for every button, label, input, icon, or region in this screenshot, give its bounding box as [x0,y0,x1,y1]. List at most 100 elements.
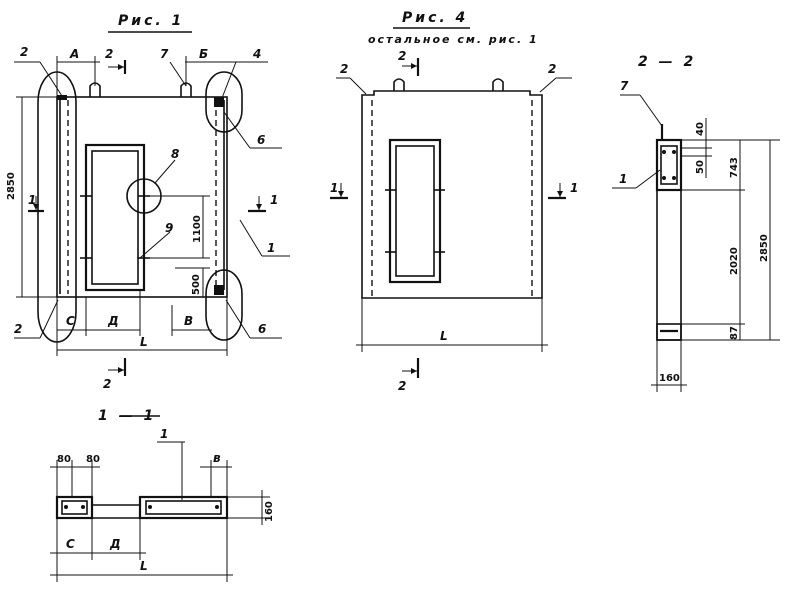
fig1-dim-L: L [140,335,148,349]
sec22-bottom-beam [656,323,682,341]
fig1-oval-bottom-right [205,269,243,341]
sec11-rebar-2 [81,505,85,509]
fig4-title: Рис. 4 [402,10,468,26]
fig4-leader-left [349,77,367,95]
fig1-s2-bottom-label: 2 [103,377,111,391]
fig4-s2-top-arrowhead [411,63,417,69]
sec11-rebar-1 [64,505,68,509]
sec22-dim-743: 743 [729,157,740,178]
sec11-right-beam-inner [145,500,222,515]
fig1-leader-1 [239,219,263,257]
fig4-leader-right [539,77,557,93]
fig1-notch-br [214,285,224,295]
sec22-rebar-4 [672,176,676,180]
fig1-leader-7 [169,61,187,87]
fig1-callout-8: 8 [171,147,179,161]
sec22-title: 2 — 2 [638,54,696,70]
sec11-dim-80a: 80 [57,454,71,465]
fig4-s1-left-arrowhead [338,191,344,197]
sec11-left-beam [55,495,94,520]
fig4-opening-inner [395,145,435,277]
fig1-dim-1100: 1100 [192,215,203,243]
fig4-s2-bottom-label: 2 [398,379,406,393]
fig1-s1-left-label: 1 [28,193,36,207]
sec22-callout-7: 7 [620,79,629,93]
fig1-s2-bottom-arrowhead [118,367,124,373]
sec11-callout-1: 1 [160,427,168,441]
fig1-callout-9: 9 [165,221,173,235]
sec22-dim-160: 160 [659,373,680,384]
fig1-callout-2b: 2 [14,322,22,336]
sec22-dim-2020: 2020 [729,247,740,275]
fig4-loop-right [492,78,504,91]
fig1-leader-2b [39,299,59,339]
fig4-subtitle: остальное см. рис. 1 [368,33,539,46]
fig4-s1-right-arrowhead [557,191,563,197]
sec11-dim-L: L [140,559,148,573]
sec22-rebar-1 [662,150,666,154]
fig1-callout-2a: 2 [20,45,28,59]
fig1-callout-1: 1 [267,241,275,255]
fig1-s1-right-arrowhead [256,204,262,210]
sec11-rebar-3 [148,505,152,509]
fig1-leader-6a [223,111,251,149]
fig1-opening-inner [91,150,139,285]
fig1-opening-outer [84,143,146,292]
section-1-1: 1 — 1 1 80 80 в 160 [50,408,275,582]
fig1-callout-6b: 6 [258,322,266,336]
fig1-leader-6b [225,299,251,339]
fig4-s1-right-label: 1 [570,181,578,195]
fig1-s1-left-arrowhead [33,204,39,210]
sec22-leader-1 [635,169,661,189]
sec22-rebar-3 [662,176,666,180]
fig1-dim-500: 500 [191,274,202,295]
fig1-s1-right-label: 1 [270,193,278,207]
fig1-callout-6a: 6 [257,133,265,147]
fig1-dim-2850: 2850 [6,172,17,200]
sec11-dim-80b: 80 [86,454,100,465]
sec22-rebar-2 [672,150,676,154]
section-2-2: 2 — 2 7 1 40 50 743 2020 87 [612,54,780,392]
fig4-callout-right: 2 [548,62,556,76]
fig4-dim-L: L [440,329,448,343]
fig1-dim-V: В [184,314,193,328]
fig1-leader-4 [221,61,237,99]
fig1-dim-B: Б [199,47,208,61]
fig1-callout-4: 4 [252,47,261,61]
sec22-leader-7 [639,94,663,127]
fig1-oval-top-right [205,71,243,133]
fig1-leader-9 [139,231,171,259]
sec11-dim-160: 160 [264,501,275,522]
fig4-callout-left: 2 [340,62,348,76]
fig1-notch-tl [57,95,67,100]
sec11-left-beam-inner [61,500,88,515]
sec22-dim-2850: 2850 [759,234,770,262]
fig1-s2-top-arrowhead [118,64,124,70]
sec22-dim-40: 40 [695,122,706,136]
sec11-dim-D: Д [109,537,121,551]
sec22-dim-50: 50 [695,160,706,174]
fig4-s2-top-label: 2 [398,49,406,63]
fig1-notch-tr [214,97,224,107]
sec11-dim-C: С [66,537,75,551]
sec11-rebar-4 [215,505,219,509]
fig4-s1-left-label: 1 [330,181,338,195]
sec11-right-beam [138,495,229,520]
fig1-title: Рис. 1 [118,13,184,29]
sec11-dim-V: в [213,451,221,465]
fig1-dim-D: Д [107,314,119,328]
fig1-panel [56,96,228,298]
fig1-dim-C: С [66,314,75,328]
fig4-loop-left [393,78,405,91]
sec22-callout-1: 1 [619,172,627,186]
fig4-s2-bottom-arrowhead [411,368,417,374]
fig1-dim-A: А [69,47,79,61]
fig1-callout-7: 7 [160,47,169,61]
sec22-top-beam-inner [660,145,678,185]
fig4-opening-outer [388,138,442,284]
sec22-dim-87: 87 [729,326,740,340]
sec22-top-beam [655,138,683,192]
fig4-panel [361,90,543,299]
